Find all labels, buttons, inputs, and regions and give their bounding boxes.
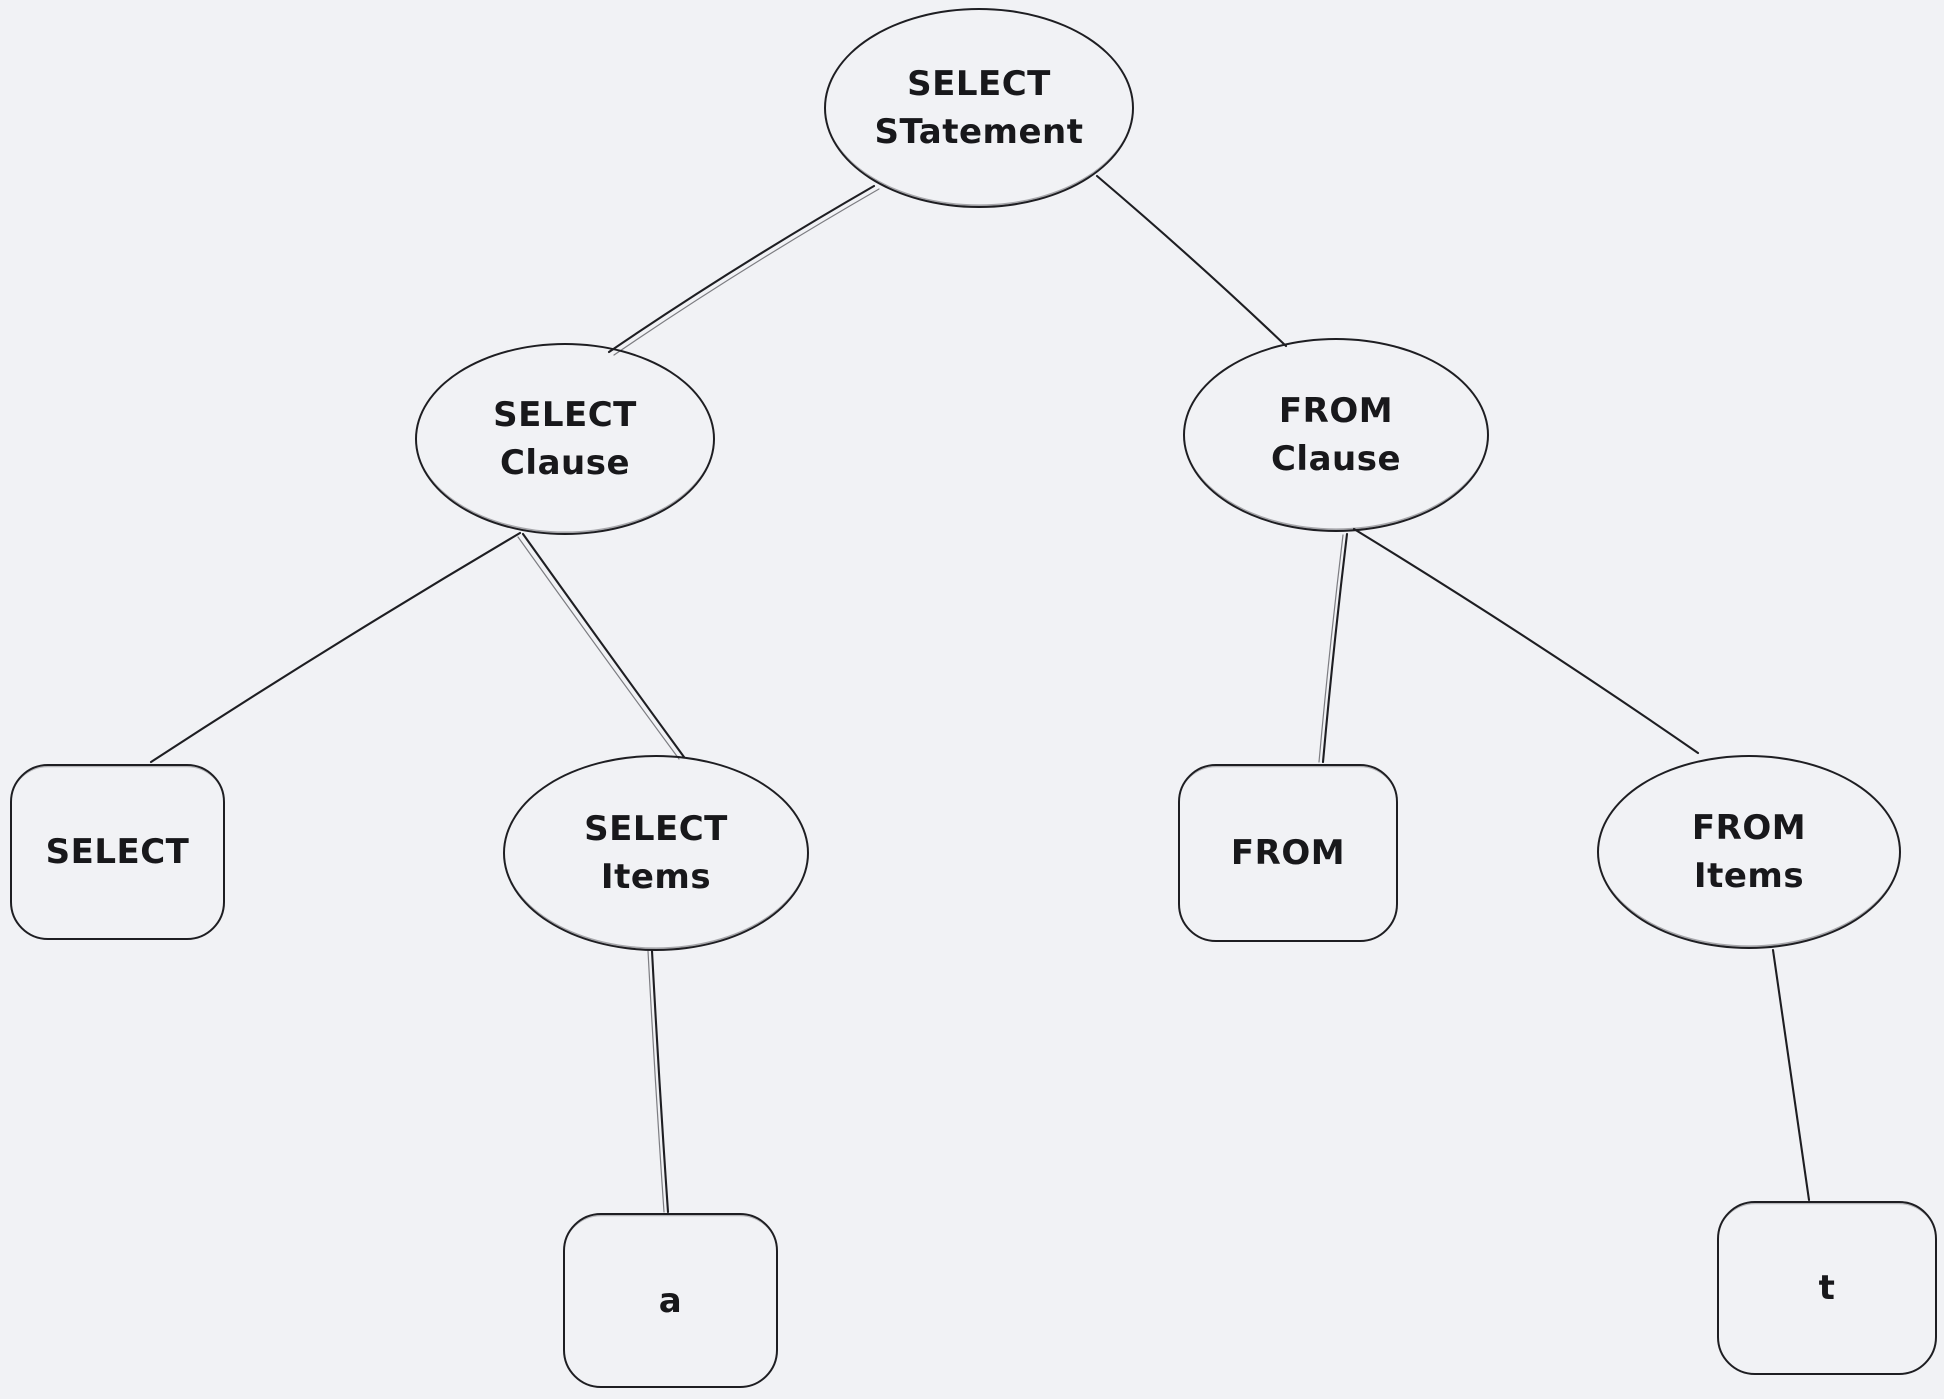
edge-from-clause-to-from-items[interactable]: [1352, 527, 1700, 755]
edge-select-items-to-item-a-sketch: [647, 950, 665, 1213]
node-select-clause-label: SELECT Clause: [493, 395, 637, 483]
node-select-statement[interactable]: SELECT STatement: [824, 8, 1134, 208]
node-select-clause[interactable]: SELECT Clause: [415, 343, 715, 535]
edge-select-clause-to-select-items-sketch: [517, 536, 680, 760]
edge-select-statement-to-select-clause[interactable]: [607, 184, 876, 354]
edge-select-statement-to-from-clause[interactable]: [1095, 174, 1288, 348]
node-from-keyword[interactable]: FROM: [1178, 764, 1398, 942]
edge-from-clause-to-from-keyword-sketch: [1318, 534, 1344, 763]
node-item-a-label: a: [658, 1280, 683, 1321]
node-select-items[interactable]: SELECT Items: [503, 755, 809, 951]
node-select-statement-label: SELECT STatement: [874, 64, 1084, 152]
node-item-a[interactable]: a: [563, 1213, 778, 1388]
edge-select-clause-to-select-items[interactable]: [521, 532, 686, 759]
node-from-clause-label: FROM Clause: [1270, 391, 1402, 479]
node-from-items-label: FROM Items: [1691, 808, 1807, 896]
edge-select-items-to-item-a[interactable]: [650, 949, 670, 1214]
edge-select-statement-to-select-clause-sketch: [613, 188, 880, 356]
edge-from-items-to-item-t[interactable]: [1771, 948, 1811, 1202]
node-select-items-label: SELECT Items: [584, 809, 728, 897]
edge-from-clause-to-from-keyword[interactable]: [1321, 532, 1349, 764]
node-from-items[interactable]: FROM Items: [1597, 755, 1901, 949]
edge-select-clause-to-select-keyword[interactable]: [149, 531, 522, 764]
node-from-clause[interactable]: FROM Clause: [1183, 338, 1489, 532]
node-item-t[interactable]: t: [1717, 1201, 1937, 1375]
node-select-keyword[interactable]: SELECT: [10, 764, 225, 940]
node-from-keyword-label: FROM: [1230, 833, 1346, 873]
node-item-t-label: t: [1818, 1268, 1836, 1308]
node-select-keyword-label: SELECT: [45, 832, 190, 872]
